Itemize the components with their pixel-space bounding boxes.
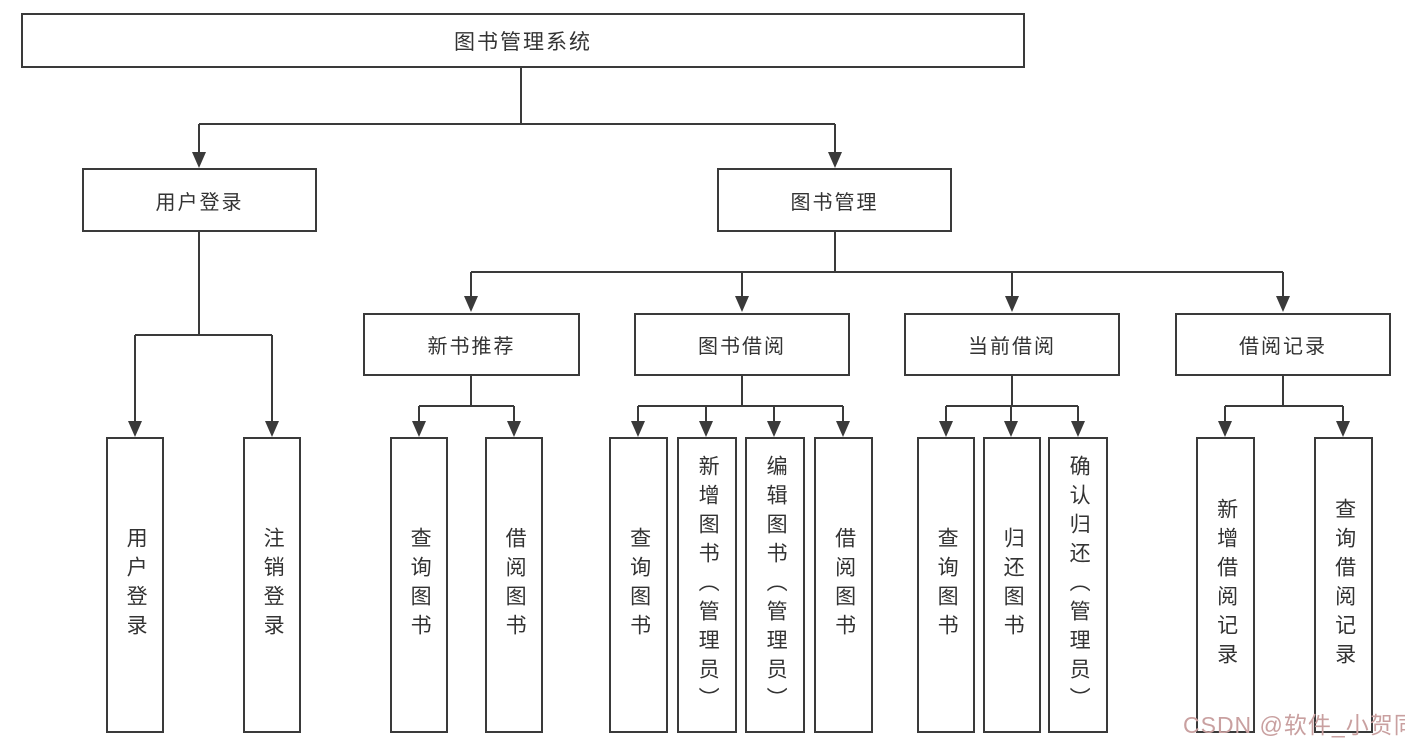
leaf-logout: 注销登录 bbox=[243, 437, 301, 733]
arrowhead bbox=[265, 421, 279, 437]
node-current-borrowing: 当前借阅 bbox=[904, 313, 1120, 376]
arrowhead bbox=[1218, 421, 1232, 437]
leaf-query-books-recommend: 查询图书 bbox=[390, 437, 448, 733]
node-book-borrowing: 图书借阅 bbox=[634, 313, 850, 376]
arrowhead bbox=[128, 421, 142, 437]
arrowhead bbox=[1276, 296, 1290, 312]
leaf-user-login: 用户登录 bbox=[106, 437, 164, 733]
leaf-query-books-current: 查询图书 bbox=[917, 437, 975, 733]
node-borrowing-records: 借阅记录 bbox=[1175, 313, 1391, 376]
connector-borrow-records-branch bbox=[1224, 376, 1344, 422]
leaf-return-books: 归还图书 bbox=[983, 437, 1041, 733]
arrowhead bbox=[699, 421, 713, 437]
arrowhead bbox=[767, 421, 781, 437]
leaf-borrow-books: 借阅图书 bbox=[814, 437, 873, 733]
arrowhead bbox=[507, 421, 521, 437]
leaf-query-books-borrow: 查询图书 bbox=[609, 437, 668, 733]
arrowhead bbox=[1071, 421, 1085, 437]
connector-new-book-branch bbox=[418, 376, 515, 422]
leaf-query-borrow-record: 查询借阅记录 bbox=[1314, 437, 1373, 733]
connector-user-login-branch bbox=[134, 232, 273, 422]
leaf-add-books-admin: 新增图书（管理员） bbox=[677, 437, 737, 733]
node-new-book-recommendation: 新书推荐 bbox=[363, 313, 580, 376]
leaf-confirm-return-admin: 确认归还（管理员） bbox=[1048, 437, 1108, 733]
connector-book-management-branch bbox=[470, 232, 1284, 298]
arrowhead bbox=[1004, 421, 1018, 437]
node-library-system: 图书管理系统 bbox=[21, 13, 1025, 68]
leaf-borrow-books-recommend: 借阅图书 bbox=[485, 437, 543, 733]
arrowhead bbox=[192, 152, 206, 168]
leaf-add-borrow-record: 新增借阅记录 bbox=[1196, 437, 1255, 733]
node-user-login: 用户登录 bbox=[82, 168, 317, 232]
arrowhead bbox=[735, 296, 749, 312]
arrowhead bbox=[1005, 296, 1019, 312]
connector-root-branch bbox=[198, 68, 836, 153]
arrowhead bbox=[412, 421, 426, 437]
arrowhead bbox=[1336, 421, 1350, 437]
arrowhead bbox=[939, 421, 953, 437]
connector-book-borrow-branch bbox=[637, 376, 844, 422]
arrowhead bbox=[828, 152, 842, 168]
leaf-edit-books-admin: 编辑图书（管理员） bbox=[745, 437, 805, 733]
arrowhead bbox=[464, 296, 478, 312]
connector-current-borrow-branch bbox=[945, 376, 1079, 422]
arrowhead bbox=[631, 421, 645, 437]
arrowhead bbox=[836, 421, 850, 437]
csdn-watermark: CSDN @软件_小贺同学 bbox=[1183, 712, 1405, 738]
node-book-management: 图书管理 bbox=[717, 168, 952, 232]
